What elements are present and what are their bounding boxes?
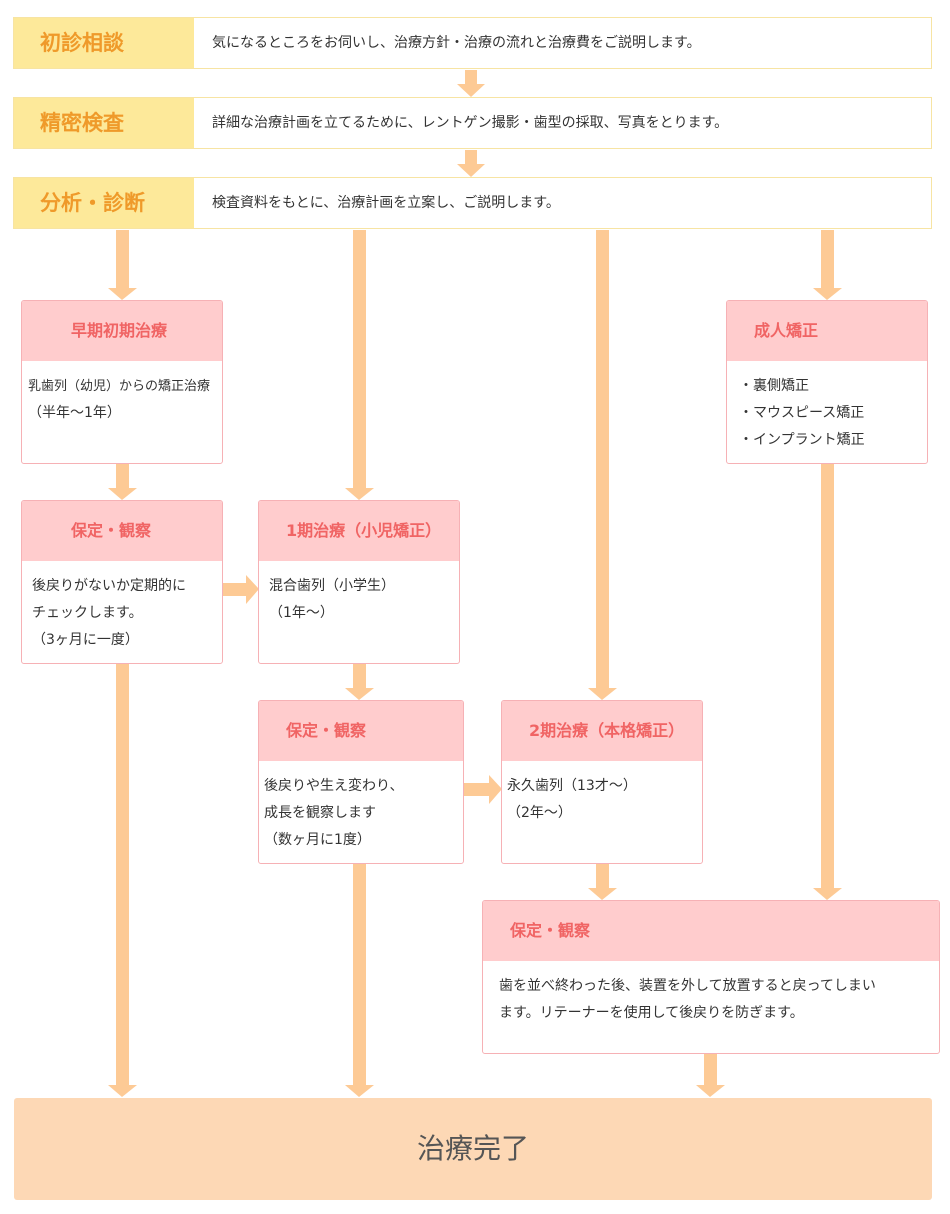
- step-description: 気になるところをお伺いし、治療方針・治療の流れと治療費をご説明します。: [212, 35, 701, 51]
- box-line: ・裏側矯正: [739, 378, 809, 394]
- step-examination: 精密検査 詳細な治療計画を立てるために、レントゲン撮影・歯型の採取、写真をとりま…: [13, 97, 932, 149]
- step-description: 検査資料をもとに、治療計画を立案し、ご説明します。: [212, 195, 560, 211]
- box-line: チェックします。: [32, 605, 143, 621]
- box-line: （1年〜）: [269, 605, 334, 621]
- box-retention-3: 保定・観察 歯を並べ終わった後、装置を外して放置すると戻ってしまい ます。リテー…: [482, 900, 940, 1054]
- box-line: （3ヶ月に一度）: [32, 632, 139, 648]
- box-line: （2年〜）: [507, 805, 572, 821]
- box-line: 成長を観察します: [264, 805, 376, 821]
- box-line: （半年〜1年）: [28, 405, 121, 421]
- box-line: 後戻りや生え変わり、: [264, 778, 404, 794]
- arrow-retention2-to-finish: [345, 863, 374, 1097]
- box-title: 早期初期治療: [22, 301, 222, 361]
- arrow-to-early: [108, 230, 137, 300]
- box-title: 保定・観察: [22, 501, 222, 561]
- box-retention-1: 保定・観察 後戻りがないか定期的に チェックします。 （3ヶ月に一度）: [21, 500, 223, 664]
- box-phase1-treatment: 1期治療（小児矯正） 混合歯列（小学生） （1年〜）: [258, 500, 460, 664]
- step-diagnosis: 分析・診断 検査資料をもとに、治療計画を立案し、ご説明します。: [13, 177, 932, 229]
- arrow-phase2-to-retention3: [588, 863, 617, 900]
- step-title: 精密検査: [14, 98, 194, 148]
- box-line: 混合歯列（小学生）: [269, 578, 395, 594]
- arrow-step2-to-step3: [457, 150, 485, 177]
- box-line: 永久歯列（13才〜）: [507, 778, 637, 794]
- box-line: ・インプラント矯正: [739, 432, 865, 448]
- box-retention-2: 保定・観察 後戻りや生え変わり、 成長を観察します （数ヶ月に1度）: [258, 700, 464, 864]
- box-title: 2期治療（本格矯正）: [502, 701, 702, 761]
- step-description: 詳細な治療計画を立てるために、レントゲン撮影・歯型の採取、写真をとります。: [212, 115, 729, 131]
- box-line: ます。リテーナーを使用して後戻りを防ぎます。: [499, 1005, 804, 1021]
- box-early-treatment: 早期初期治療 乳歯列（幼児）からの矯正治療 （半年〜1年）: [21, 300, 223, 464]
- box-line: 歯を並べ終わった後、装置を外して放置すると戻ってしまい: [499, 978, 876, 994]
- step-consultation: 初診相談 気になるところをお伺いし、治療方針・治療の流れと治療費をご説明します。: [13, 17, 932, 69]
- arrow-to-phase1: [345, 230, 374, 500]
- arrow-retention2-to-phase2: [463, 775, 502, 804]
- box-line: 乳歯列（幼児）からの矯正治療: [28, 379, 211, 394]
- arrow-phase1-to-retention2: [345, 663, 374, 700]
- arrow-retention1-to-phase1: [222, 575, 259, 604]
- box-title: 成人矯正: [727, 301, 927, 361]
- box-adult-orthodontics: 成人矯正 ・裏側矯正 ・マウスピース矯正 ・インプラント矯正: [726, 300, 928, 464]
- box-phase2-treatment: 2期治療（本格矯正） 永久歯列（13才〜） （2年〜）: [501, 700, 703, 864]
- arrow-to-adult: [813, 230, 842, 300]
- box-line: ・マウスピース矯正: [739, 405, 865, 421]
- box-title: 1期治療（小児矯正）: [259, 501, 459, 561]
- box-title: 保定・観察: [483, 901, 939, 961]
- box-title: 保定・観察: [259, 701, 463, 761]
- step-title: 初診相談: [14, 18, 194, 68]
- arrow-early-to-retention1: [108, 463, 137, 500]
- arrow-retention1-to-finish: [108, 663, 137, 1097]
- treatment-complete: 治療完了: [14, 1098, 932, 1200]
- arrow-to-phase2: [588, 230, 617, 700]
- box-line: （数ヶ月に1度）: [264, 832, 371, 848]
- box-line: 後戻りがないか定期的に: [32, 578, 186, 594]
- step-title: 分析・診断: [14, 178, 194, 228]
- arrow-retention3-to-finish: [696, 1053, 725, 1097]
- arrow-step1-to-step2: [457, 70, 485, 97]
- arrow-adult-to-retention3: [813, 463, 842, 900]
